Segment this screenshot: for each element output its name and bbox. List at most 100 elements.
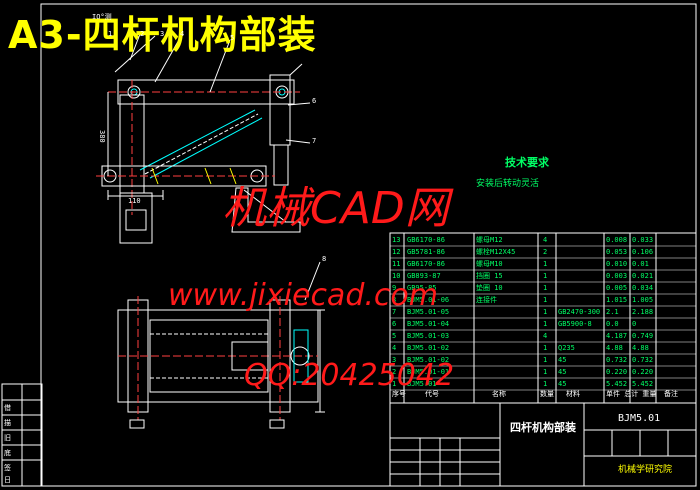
bom-cell-name: 垫圈 10 bbox=[476, 284, 503, 292]
bom-cell-code: GB6170-86 bbox=[407, 236, 445, 244]
bom-cell-no: 10 bbox=[392, 272, 401, 280]
strip-label-5: 签 bbox=[4, 464, 11, 472]
bom-cell-no: 2 bbox=[392, 368, 397, 376]
drawing-name: 四杆机构部装 bbox=[510, 421, 576, 434]
bom-cell-weight2: 2.188 bbox=[632, 308, 654, 316]
bom-cell-weight2: 0.749 bbox=[632, 332, 654, 340]
strip-label-6: 日 bbox=[4, 476, 11, 484]
bom-cell-qty: 1 bbox=[543, 296, 548, 304]
bom-cell-code: BJM5.01-05 bbox=[407, 308, 450, 316]
bom-cell-weight1: 0.732 bbox=[606, 356, 628, 364]
bom-header-weight: 单件 总计 重量 bbox=[606, 390, 657, 398]
bom-cell-code: BJM5.01-03 bbox=[407, 332, 450, 340]
bom-cell-code: BJM5.01-01 bbox=[407, 368, 450, 376]
bom-cell-no: 7 bbox=[392, 308, 397, 316]
bom-cell-name: 螺母M10 bbox=[476, 260, 503, 268]
bom-cell-weight1: 0.220 bbox=[606, 368, 628, 376]
bom-cell-no: 4 bbox=[392, 344, 397, 352]
balloon-8: 8 bbox=[322, 255, 327, 263]
bom-cell-weight2: 0.034 bbox=[632, 284, 654, 292]
strip-label-2: 描 bbox=[4, 419, 11, 427]
balloon-3: 3 bbox=[160, 30, 165, 38]
bom-header-remark: 备注 bbox=[664, 390, 678, 398]
bom-cell-weight2: 0.033 bbox=[632, 236, 654, 244]
bom-cell-weight2: 0 bbox=[632, 320, 637, 328]
bom-cell-weight1: 0.008 bbox=[606, 236, 628, 244]
bom-cell-code: GB5781-86 bbox=[407, 248, 445, 256]
tech-requirements-subtitle: 安装后转动灵活 bbox=[476, 179, 540, 189]
bom-cell-qty: 1 bbox=[543, 320, 548, 328]
bom-cell-material: GB2470-300 bbox=[558, 308, 601, 316]
strip-label-4: 底 bbox=[4, 449, 11, 457]
bom-cell-qty: 4 bbox=[543, 332, 548, 340]
bom-cell-weight2: 5.452 bbox=[632, 380, 654, 388]
bom-cell-weight1: 0.010 bbox=[606, 260, 628, 268]
bom-cell-code: BJM5.01-02 bbox=[407, 344, 450, 352]
bom-cell-no: 6 bbox=[392, 320, 397, 328]
bom-cell-weight1: 4.88 bbox=[606, 344, 623, 352]
balloon-7: 7 bbox=[312, 137, 317, 145]
bom-cell-weight2: 0.732 bbox=[632, 356, 654, 364]
bom-cell-weight1: 0.005 bbox=[606, 284, 628, 292]
bom-cell-weight2: 1.005 bbox=[632, 296, 654, 304]
bom-cell-code: BJM5.01 bbox=[407, 380, 437, 388]
bom-header-code: 代号 bbox=[425, 390, 439, 398]
bom-cell-material: 45 bbox=[558, 380, 567, 388]
bom-cell-weight2: 0.106 bbox=[632, 248, 654, 256]
balloon-2: 2 bbox=[140, 30, 145, 38]
bom-cell-weight1: 2.1 bbox=[606, 308, 619, 316]
bom-cell-weight2: 0.021 bbox=[632, 272, 654, 280]
dimension-top: IO°测 bbox=[92, 13, 112, 21]
bom-cell-qty: 1 bbox=[543, 368, 548, 376]
bom-cell-no: 1 bbox=[392, 380, 397, 388]
bom-cell-qty: 4 bbox=[543, 236, 548, 244]
balloon-4: 4 bbox=[180, 30, 185, 38]
bom-cell-code: BJM5.01-04 bbox=[407, 320, 450, 328]
drawing-border bbox=[40, 3, 697, 487]
page-title: A3-四杆机构部装 bbox=[8, 13, 317, 57]
bom-cell-qty: 1 bbox=[543, 284, 548, 292]
bom-cell-no: 13 bbox=[392, 236, 401, 244]
bom-cell-qty: 1 bbox=[543, 380, 548, 388]
title-block-grid bbox=[389, 402, 697, 487]
bom-cell-code: GB6170-86 bbox=[407, 260, 445, 268]
bom-cell-weight2: 4.88 bbox=[632, 344, 649, 352]
bom-cell-name: 螺母M12 bbox=[476, 236, 503, 244]
bom-cell-weight1: 0.0 bbox=[606, 320, 619, 328]
drawing-code: BJM5.01 bbox=[618, 413, 661, 424]
school-name: 机械学研究院 bbox=[618, 465, 673, 475]
front-view bbox=[96, 33, 311, 244]
bom-cell-no: 5 bbox=[392, 332, 397, 340]
bom-header-name: 名称 bbox=[492, 390, 506, 398]
bom-cell-weight2: 0.01 bbox=[632, 260, 649, 268]
bom-cell-material: 45 bbox=[558, 368, 567, 376]
bom-header-qty: 数量 bbox=[540, 390, 554, 398]
bom-cell-code: GB893-87 bbox=[407, 272, 441, 280]
bom-cell-qty: 1 bbox=[543, 356, 548, 364]
bom-cell-material: GB5900-8 bbox=[558, 320, 592, 328]
bom-cell-weight1: 5.452 bbox=[606, 380, 628, 388]
bom-cell-name: 螺栓M12X45 bbox=[476, 248, 516, 256]
bom-cell-qty: 1 bbox=[543, 308, 548, 316]
strip-label-1: 借 bbox=[4, 404, 11, 412]
bom-cell-no: 3 bbox=[392, 356, 397, 364]
bom-cell-name: 挡圈 15 bbox=[476, 272, 503, 280]
bom-cell-material: Q235 bbox=[558, 344, 575, 352]
bom-cell-name: 连接件 bbox=[476, 296, 497, 304]
bom-cell-code: BJM5.01-06 bbox=[407, 296, 450, 304]
top-view bbox=[117, 261, 325, 429]
dimension-vertical: 380 bbox=[98, 130, 106, 143]
bom-cell-no: 11 bbox=[392, 260, 401, 268]
bom-header-material: 材料 bbox=[566, 390, 580, 398]
balloon-1: 1 bbox=[108, 30, 113, 38]
watermark-url: www.jixiecad.com bbox=[168, 278, 438, 313]
bom-cell-code: BJM5.01-02 bbox=[407, 356, 450, 364]
strip-label-3: 旧 bbox=[4, 434, 11, 442]
dimension-horizontal: 110 bbox=[128, 197, 141, 205]
bom-cell-no: 9 bbox=[392, 284, 397, 292]
bom-cell-weight1: 4.187 bbox=[606, 332, 628, 340]
bom-cell-qty: 2 bbox=[543, 248, 548, 256]
bom-header-no: 序号 bbox=[392, 390, 406, 398]
